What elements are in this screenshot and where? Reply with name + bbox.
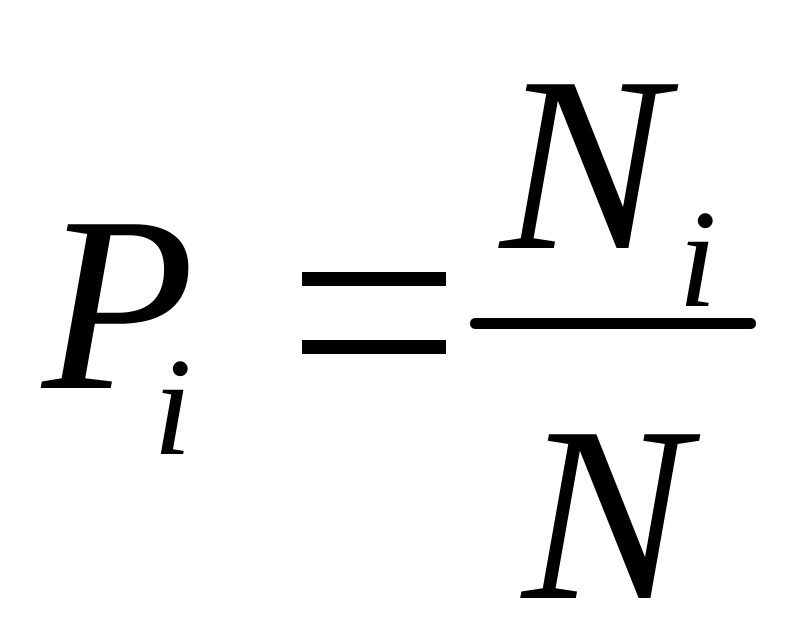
equals-bar-bottom [302,340,446,354]
denominator-symbol: N [522,376,689,630]
equals-sign [302,272,446,354]
numerator-symbol: N [500,26,667,303]
lhs-symbol: P [42,166,195,443]
equals-bar-top [302,272,446,286]
lhs-subscript: i [153,330,192,485]
fraction-bar [470,318,756,329]
numerator-subscript: i [678,182,717,337]
